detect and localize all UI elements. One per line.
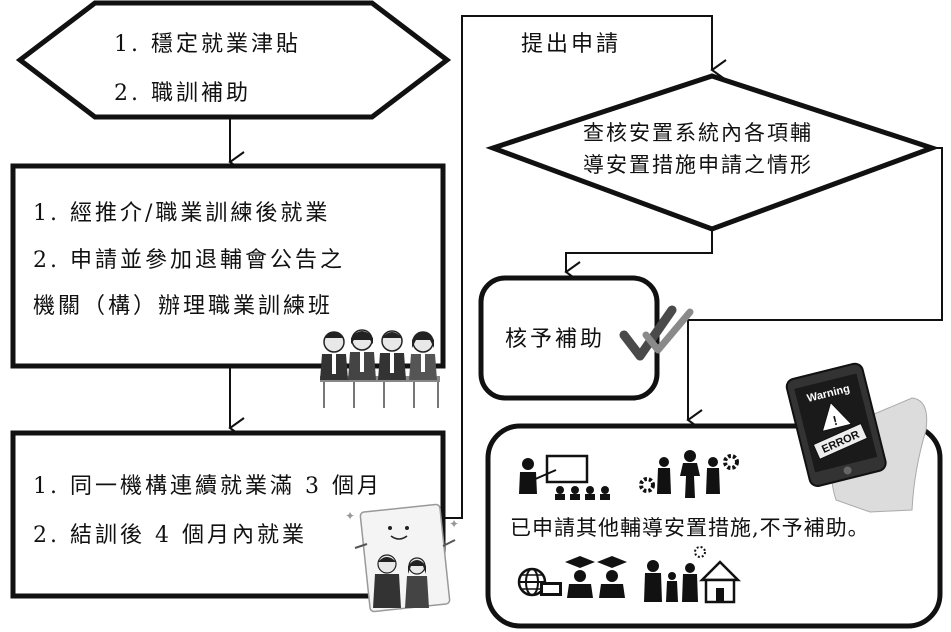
warning-phone-icon: Warning ! ERROR — [785, 362, 928, 513]
reject-label: 已申請其他輔導安置措施,不予補助。 — [510, 516, 870, 540]
approve-label: 核予補助 — [505, 327, 606, 352]
connector-decision-to-approve — [564, 229, 713, 283]
decision-line-1: 查核安置系統內各項輔 — [583, 121, 813, 145]
globe-graduates-icon — [517, 556, 627, 598]
decision-line-2: 導安置措施申請之情形 — [583, 153, 813, 177]
start-hexagon — [15, 0, 452, 120]
svg-text:✦: ✦ — [449, 517, 459, 531]
employment-line-2: 2. 結訓後 4 個月內就業 — [33, 523, 307, 548]
svg-text:!: ! — [831, 413, 839, 429]
conditions-line-1: 1. 經推介/職業訓練後就業 — [33, 201, 331, 226]
start-line-2: 2. 職訓補助 — [114, 81, 251, 106]
submit-label: 提出申請 — [521, 32, 622, 57]
conditions-line-2: 2. 申請並參加退輔會公告之 — [33, 248, 345, 273]
team-gears-icon — [639, 450, 739, 498]
connector-employment-to-submit — [443, 15, 727, 519]
connector-decision-to-reject — [686, 147, 943, 431]
conditions-line-3: 機關（構）辦理職業訓練班 — [33, 294, 334, 319]
employment-line-1: 1. 同一機構連續就業滿 3 個月 — [33, 474, 382, 499]
graduates-celebrating-icon: ✦ ✦ — [345, 503, 459, 613]
checkmark-icon — [619, 305, 694, 361]
seated-group-icon — [320, 329, 440, 408]
conditions-box — [10, 163, 446, 369]
family-house-icon — [644, 546, 742, 604]
start-line-1: 1. 穩定就業津貼 — [114, 32, 301, 57]
presentation-icon — [519, 454, 610, 500]
svg-text:✦: ✦ — [345, 509, 355, 523]
